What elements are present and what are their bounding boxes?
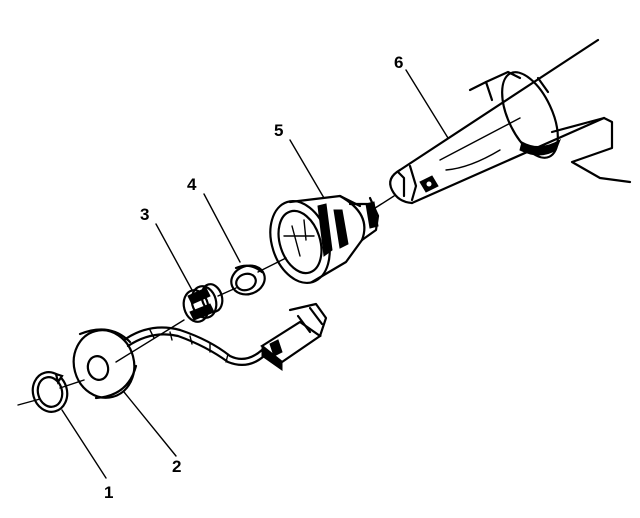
callout-2: 2 bbox=[172, 457, 181, 476]
leader-3 bbox=[155, 223, 193, 291]
leader-5 bbox=[289, 139, 325, 199]
part-1-retaining-ring bbox=[31, 371, 69, 413]
callout-6: 6 bbox=[394, 53, 403, 72]
part-2-sensor-with-harness bbox=[72, 302, 328, 400]
callout-3: 3 bbox=[140, 205, 149, 224]
leader-4 bbox=[203, 193, 241, 263]
part-4-washer bbox=[230, 264, 266, 296]
part-3-spring bbox=[182, 283, 224, 323]
callout-4: 4 bbox=[187, 175, 197, 194]
assembly-centerline bbox=[17, 195, 395, 406]
part-6-column-housing bbox=[389, 38, 632, 205]
leader-1 bbox=[61, 409, 107, 479]
leader-6 bbox=[405, 69, 449, 139]
leader-2 bbox=[123, 391, 177, 457]
part-5-lock-housing bbox=[269, 194, 380, 284]
callout-1: 1 bbox=[104, 483, 113, 502]
leader-lines bbox=[61, 69, 449, 479]
callout-5: 5 bbox=[274, 121, 283, 140]
callout-labels: 1 2 3 4 5 6 bbox=[104, 53, 403, 502]
